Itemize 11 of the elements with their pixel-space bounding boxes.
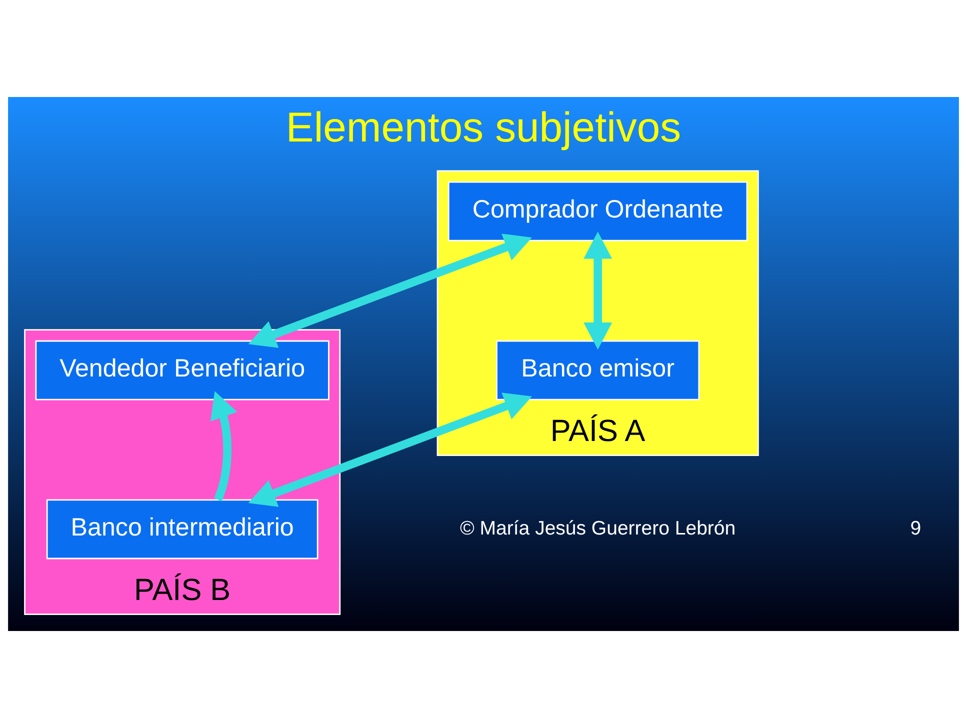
node-box: Vendedor Beneficiario (35, 340, 330, 400)
label: © María Jesús Guerrero Lebrón (460, 517, 736, 540)
node-box: Comprador Ordenante (448, 181, 748, 242)
node-box: Banco intermediario (46, 499, 318, 560)
label: 9 (910, 517, 922, 540)
arrow (210, 391, 238, 502)
arrow (584, 232, 612, 350)
diagram-title: Elementos subjetivos (286, 104, 682, 151)
arrow (248, 392, 532, 507)
node-box: Banco emisor (496, 340, 700, 400)
arrow (248, 234, 532, 348)
